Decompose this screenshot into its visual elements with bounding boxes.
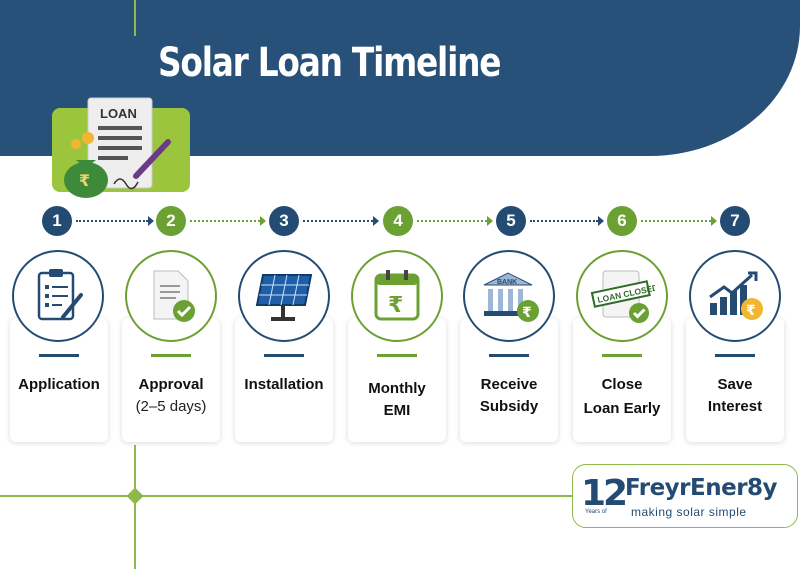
step-number-4: 4 bbox=[383, 206, 413, 236]
step-number-6: 6 bbox=[607, 206, 637, 236]
logo-tagline: making solar simple bbox=[631, 505, 747, 519]
decor-vertical-line-top bbox=[134, 0, 136, 36]
bank-label: BANK bbox=[497, 279, 517, 286]
card-divider bbox=[602, 354, 642, 357]
step-label: Application bbox=[18, 376, 100, 393]
loan-closed-icon: LOAN CLOSED bbox=[576, 250, 668, 342]
step-label-line2: EMI bbox=[383, 402, 411, 419]
step-card-approval: Approval (2–5 days) bbox=[122, 318, 220, 442]
step-number-7: 7 bbox=[720, 206, 750, 236]
step-number-3: 3 bbox=[269, 206, 299, 236]
decor-vertical-line-bottom bbox=[134, 445, 136, 569]
card-divider bbox=[715, 354, 755, 357]
loan-bag-rupee: ₹ bbox=[79, 171, 90, 190]
step-label-line2: Subsidy bbox=[479, 398, 539, 415]
step-number-1: 1 bbox=[42, 206, 72, 236]
logo-brand-name: FreyrEner8y bbox=[625, 475, 778, 501]
step-label: Monthly bbox=[368, 380, 426, 397]
growth-rupee: ₹ bbox=[746, 303, 756, 319]
step-number-5: 5 bbox=[496, 206, 526, 236]
arrow-2-3 bbox=[260, 216, 266, 226]
bank-icon: BANK ₹ bbox=[463, 250, 555, 342]
arrow-6-7 bbox=[711, 216, 717, 226]
card-divider bbox=[39, 354, 79, 357]
bank-rupee: ₹ bbox=[522, 305, 532, 321]
brand-logo: 12 Years of FreyrEner8y making solar sim… bbox=[572, 464, 798, 528]
decor-diamond bbox=[126, 487, 144, 505]
connector-6-7 bbox=[641, 220, 711, 222]
card-divider bbox=[489, 354, 529, 357]
step-label: Receive bbox=[480, 376, 538, 393]
growth-chart-icon: ₹ bbox=[689, 250, 781, 342]
step-label-line2: Loan Early bbox=[583, 400, 661, 417]
connector-4-5 bbox=[417, 220, 487, 222]
connector-1-2 bbox=[76, 220, 148, 222]
page-title: Solar Loan Timeline bbox=[158, 40, 501, 86]
card-divider bbox=[151, 354, 191, 357]
step-label: Save bbox=[717, 376, 753, 393]
arrow-4-5 bbox=[487, 216, 493, 226]
decor-horizontal-line bbox=[0, 495, 580, 497]
arrow-1-2 bbox=[148, 216, 154, 226]
arrow-5-6 bbox=[598, 216, 604, 226]
document-check-icon bbox=[125, 250, 217, 342]
rupee-calendar-icon: ₹ bbox=[351, 250, 443, 342]
calendar-rupee: ₹ bbox=[388, 293, 403, 318]
connector-5-6 bbox=[530, 220, 598, 222]
connector-3-4 bbox=[303, 220, 373, 222]
logo-years-text: Years of bbox=[585, 509, 607, 515]
loan-document-icon: LOAN ₹ bbox=[64, 97, 171, 198]
step-card-receive-subsidy: Receive Subsidy bbox=[460, 318, 558, 442]
card-divider bbox=[377, 354, 417, 357]
step-number-2: 2 bbox=[156, 206, 186, 236]
clipboard-icon bbox=[12, 250, 104, 342]
connector-2-3 bbox=[190, 220, 260, 222]
logo-years-number: 12 bbox=[581, 473, 628, 514]
step-label: Installation bbox=[244, 376, 324, 393]
solar-panel-icon bbox=[238, 250, 330, 342]
step-label-line2: Interest bbox=[707, 398, 763, 415]
step-sublabel: (2–5 days) bbox=[135, 398, 207, 415]
step-label: Close bbox=[601, 376, 643, 393]
card-divider bbox=[264, 354, 304, 357]
step-label: Approval bbox=[138, 376, 204, 393]
loan-document-text: LOAN bbox=[100, 106, 137, 121]
arrow-3-4 bbox=[373, 216, 379, 226]
